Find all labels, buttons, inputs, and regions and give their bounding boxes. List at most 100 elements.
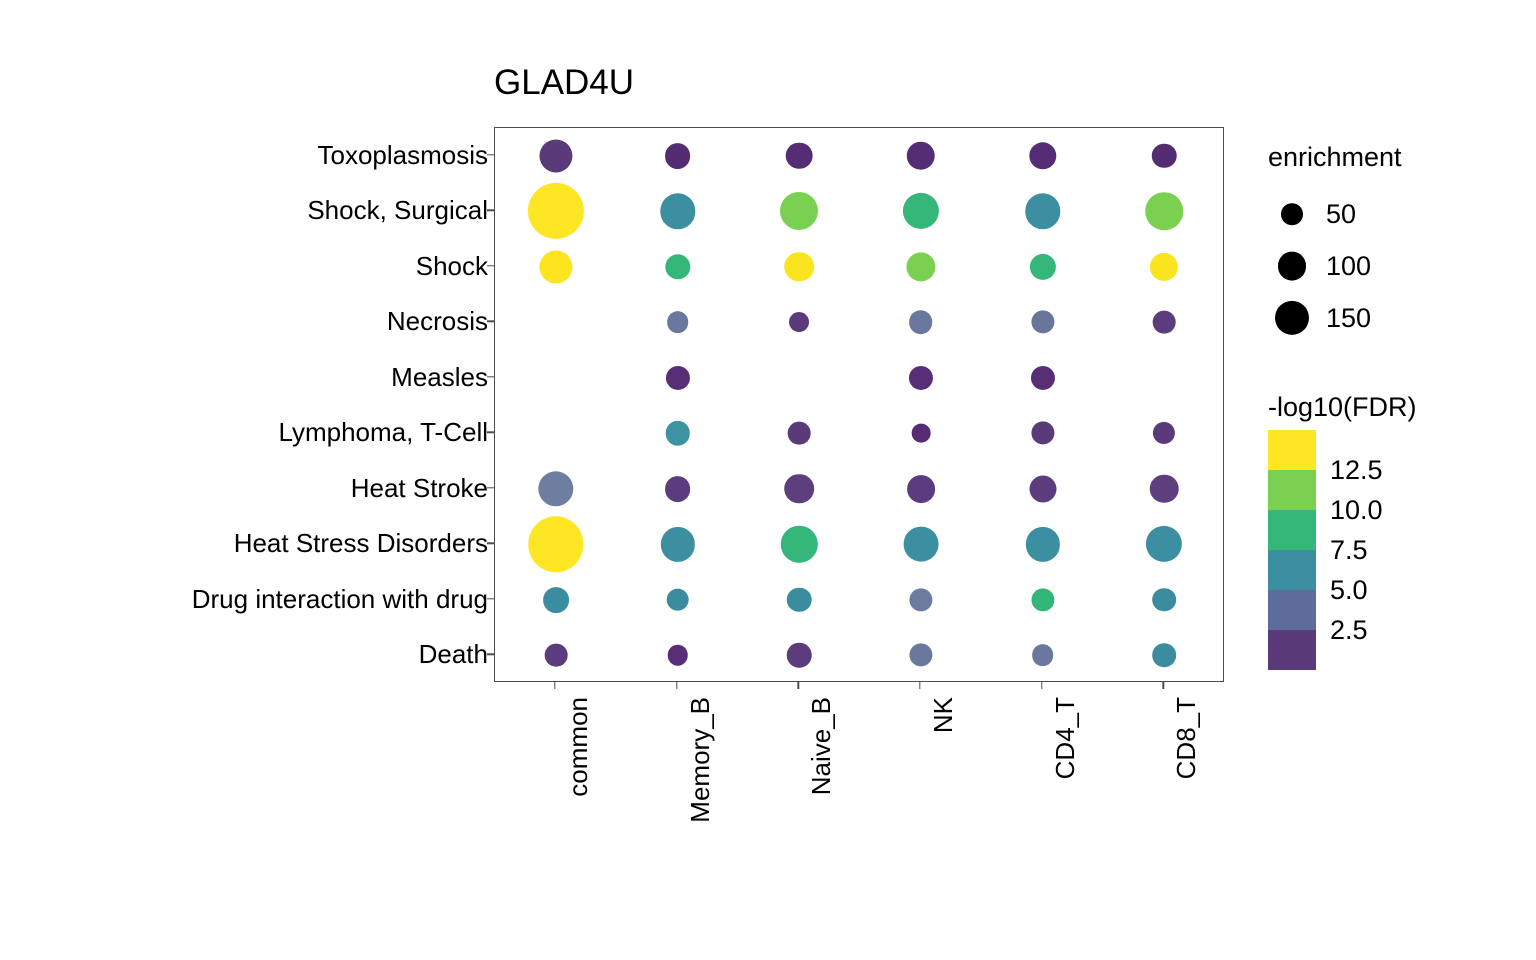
points-layer	[495, 128, 1223, 681]
data-point	[780, 192, 819, 231]
data-point	[1146, 526, 1183, 563]
data-point	[542, 586, 569, 613]
data-point	[1025, 527, 1060, 562]
data-point	[911, 423, 931, 443]
x-tick-mark	[1040, 682, 1043, 689]
data-point	[909, 643, 933, 667]
data-point	[538, 471, 574, 507]
x-tick-mark	[797, 682, 799, 689]
data-point	[539, 139, 573, 173]
data-point	[784, 473, 814, 504]
data-point	[1151, 143, 1177, 169]
data-point	[1028, 142, 1057, 170]
colorbar-gradient	[1268, 430, 1316, 670]
y-tick-label: Lymphoma, T-Cell	[278, 417, 488, 448]
colorbar-tick-label: 7.5	[1330, 535, 1368, 565]
data-point	[528, 516, 584, 572]
data-point	[1030, 588, 1055, 612]
x-tick-mark	[1162, 682, 1164, 689]
x-tick-label: Naive_B	[806, 697, 837, 796]
data-point	[664, 142, 691, 169]
data-point	[908, 365, 933, 390]
data-point	[664, 475, 691, 502]
data-point	[1029, 253, 1056, 280]
data-point	[906, 141, 936, 171]
y-tick-mark	[487, 265, 494, 267]
data-point	[664, 254, 691, 280]
data-point	[1024, 193, 1061, 229]
data-point	[1149, 474, 1179, 504]
y-tick-label: Toxoplasmosis	[317, 139, 488, 170]
data-point	[660, 527, 695, 562]
data-point	[909, 310, 933, 335]
data-point	[659, 193, 696, 229]
y-tick-label: Shock	[415, 250, 488, 281]
size-legend-item: 150	[1268, 292, 1402, 344]
data-point	[1031, 644, 1054, 667]
colorbar-segment	[1268, 630, 1316, 670]
size-legend-title: enrichment	[1268, 142, 1402, 172]
y-tick-label: Heat Stroke	[350, 472, 488, 503]
colorbar-segment	[1268, 550, 1316, 590]
data-point	[789, 312, 810, 333]
y-tick-mark	[487, 431, 494, 433]
data-point	[1030, 421, 1055, 445]
data-point	[785, 142, 813, 170]
y-tick-mark	[487, 376, 494, 378]
data-point	[666, 311, 689, 334]
colorbar-tick-label: 10.0	[1330, 495, 1383, 525]
colorbar-segment	[1268, 430, 1316, 470]
size-legend-dot	[1274, 300, 1310, 336]
x-tick-label: CD4_T	[1049, 697, 1080, 780]
y-tick-mark	[487, 598, 494, 600]
y-tick-label: Shock, Surgical	[307, 195, 488, 226]
y-tick-mark	[487, 209, 494, 211]
y-tick-label: Heat Stress Disorders	[233, 528, 488, 559]
x-tick-label: NK	[927, 697, 958, 734]
data-point	[1152, 310, 1176, 334]
data-point	[666, 588, 689, 612]
colorbar-segment	[1268, 470, 1316, 510]
data-point	[906, 474, 935, 503]
size-legend-dot	[1277, 251, 1307, 281]
y-tick-mark	[487, 487, 494, 489]
data-point	[1152, 587, 1176, 612]
data-point	[784, 251, 814, 282]
colorbar-segment	[1268, 510, 1316, 550]
data-point	[786, 587, 812, 613]
y-tick-mark	[487, 154, 494, 156]
data-point	[667, 644, 688, 666]
y-tick-label: Death	[418, 639, 488, 670]
data-point	[786, 642, 812, 668]
data-point	[780, 526, 818, 563]
data-point	[906, 252, 936, 282]
page-title: GLAD4U	[494, 63, 635, 102]
color-legend-title: -log10(FDR)	[1268, 392, 1417, 422]
data-point	[539, 250, 573, 284]
size-legend-label: 100	[1326, 251, 1372, 281]
size-legend-label: 150	[1326, 303, 1372, 333]
data-point	[787, 421, 811, 445]
data-point	[1153, 422, 1176, 445]
data-point	[665, 365, 690, 390]
y-tick-label: Necrosis	[386, 306, 488, 337]
y-tick-mark	[487, 653, 494, 655]
data-point	[902, 193, 939, 230]
colorbar-tick-label: 12.5	[1330, 455, 1383, 485]
colorbar-segment	[1268, 590, 1316, 630]
x-tick-label: CD8_T	[1171, 697, 1202, 780]
y-tick-mark	[487, 542, 494, 544]
y-tick-label: Measles	[391, 361, 488, 392]
colorbar-tick-label: 2.5	[1330, 615, 1368, 645]
size-legend-dot	[1281, 203, 1303, 225]
y-tick-label: Drug interaction with drug	[191, 583, 488, 614]
data-point	[1028, 475, 1057, 503]
data-point	[909, 588, 933, 612]
size-legend-item: 100	[1268, 240, 1402, 292]
data-point	[1030, 365, 1055, 390]
data-point	[665, 420, 690, 446]
